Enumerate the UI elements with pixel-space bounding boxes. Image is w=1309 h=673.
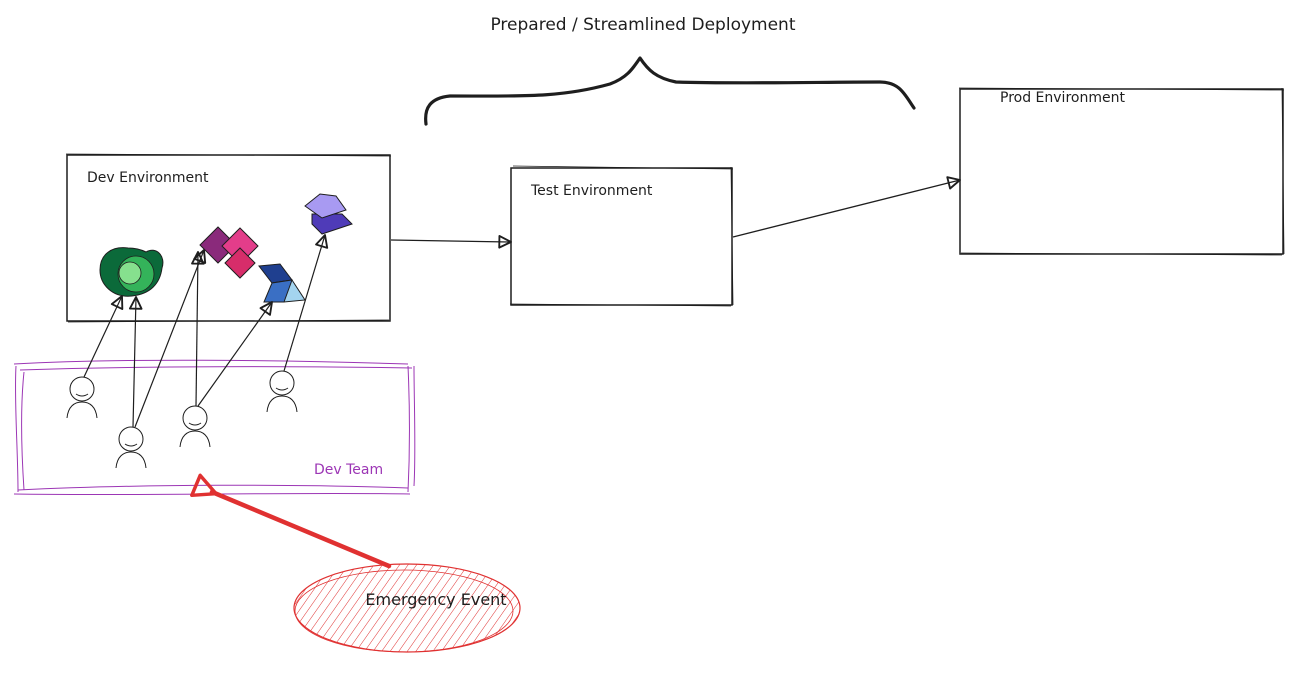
person-icon [179,405,211,448]
person-icon [115,426,147,469]
dev-environment-label: Dev Environment [87,170,209,186]
test-to-prod-arrow [732,176,961,238]
developer-arrows [83,234,329,428]
test-environment-label: Test Environment [530,183,653,199]
power-automate-icon [258,263,306,303]
developer-arrow [134,249,207,428]
curly-brace [424,56,916,126]
developer-arrow [83,295,124,378]
diagram-title: Prepared / Streamlined Deployment [490,15,795,35]
developer-arrow [191,251,205,407]
developer-arrow [128,296,143,428]
dev-team-label: Dev Team [314,462,383,478]
copilot-studio-icon [304,193,353,235]
dataverse-icon [99,247,164,297]
developer-arrow [197,301,273,407]
person-icon [266,370,298,413]
prod-environment-box [958,87,1285,256]
dev-environment-box [65,153,392,323]
emergency-arrow [190,473,392,569]
power-apps-icon [199,226,259,279]
person-icon [66,376,98,419]
emergency-event-label: Emergency Event [365,590,506,609]
developer-arrow [283,234,329,372]
emergency-event-blob [293,563,521,653]
dev-to-test-arrow [390,235,512,249]
prod-environment-label: Prod Environment [1000,90,1125,106]
